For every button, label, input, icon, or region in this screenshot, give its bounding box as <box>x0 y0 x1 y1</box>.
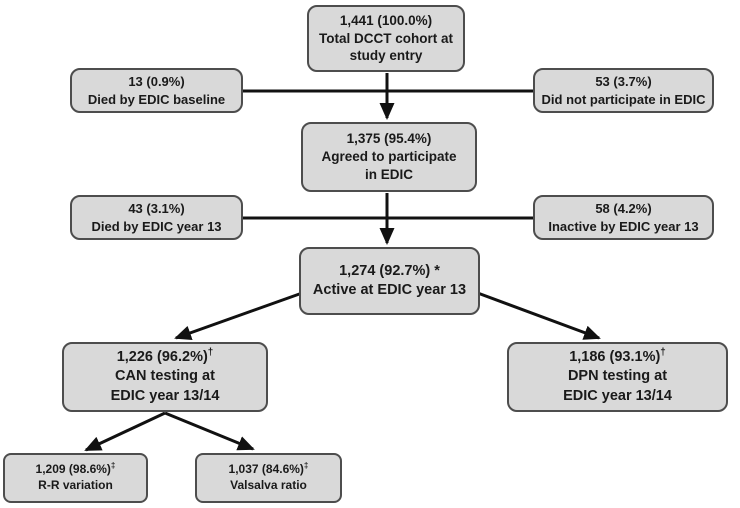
arrow-active-to-dpn <box>474 290 601 340</box>
node-valsalva-ratio: 1,037 (84.6%)‡ Valsalva ratio <box>195 453 342 503</box>
node-rr-variation: 1,209 (98.6%)‡ R-R variation <box>3 453 148 503</box>
footnote-marker: † <box>207 347 214 359</box>
node-count: 1,274 (92.7%) * <box>339 262 440 279</box>
node-label: Active at EDIC year 13 <box>312 282 467 298</box>
node-label: CAN testing at <box>115 368 215 385</box>
footnote-marker: ‡ <box>303 461 309 471</box>
node-count: 1,186 (93.1%)† <box>569 347 666 366</box>
node-count: 43 (3.1%) <box>128 201 185 217</box>
footnote-marker: † <box>660 347 666 359</box>
node-count: 1,037 (84.6%)‡ <box>228 461 309 477</box>
node-count: 13 (0.9%) <box>128 74 185 90</box>
node-label: Agreed to participate <box>321 149 457 165</box>
node-label: Total DCCT cohort at <box>319 30 453 46</box>
node-died-baseline: 13 (0.9%) Died by EDIC baseline <box>70 68 243 113</box>
node-active-year13: 1,274 (92.7%) * Active at EDIC year 13 <box>299 247 480 315</box>
node-dpn-testing: 1,186 (93.1%)† DPN testing at EDIC year … <box>507 342 728 412</box>
node-label: Valsalva ratio <box>230 478 307 492</box>
node-label: study entry <box>349 48 423 64</box>
node-count: 58 (4.2%) <box>595 201 652 217</box>
node-died-year13: 43 (3.1%) Died by EDIC year 13 <box>70 195 243 240</box>
node-can-testing: 1,226 (96.2%)† CAN testing at EDIC year … <box>62 342 268 412</box>
arrow-active-to-can <box>174 290 306 341</box>
node-label: Died by EDIC baseline <box>87 91 226 107</box>
footnote-marker: ‡ <box>110 461 116 471</box>
node-label: Inactive by EDIC year 13 <box>548 218 699 234</box>
node-count: 1,441 (100.0%) <box>339 12 433 28</box>
node-label: EDIC year 13/14 <box>563 387 672 404</box>
arrow-can-to-rr <box>84 411 166 452</box>
node-count: 1,375 (95.4%) <box>346 131 432 147</box>
node-label: R-R variation <box>38 478 113 492</box>
node-count: 1,209 (98.6%)‡ <box>35 461 116 477</box>
node-label: in EDIC <box>364 166 413 182</box>
node-label: DPN testing at <box>567 368 668 385</box>
node-label: Did not participate in EDIC <box>541 91 706 107</box>
node-label: EDIC year 13/14 <box>110 387 220 404</box>
node-did-not-participate: 53 (3.7%) Did not participate in EDIC <box>533 68 714 113</box>
node-agreed-participate: 1,375 (95.4%) Agreed to participate in E… <box>301 122 477 192</box>
node-count: 53 (3.7%) <box>595 74 652 90</box>
node-total-cohort: 1,441 (100.0%) Total DCCT cohort at stud… <box>307 5 465 72</box>
arrow-can-to-valsalva <box>164 411 255 451</box>
node-label: Died by EDIC year 13 <box>91 218 222 234</box>
node-count: 1,226 (96.2%)† <box>116 347 214 366</box>
node-inactive-year13: 58 (4.2%) Inactive by EDIC year 13 <box>533 195 714 240</box>
